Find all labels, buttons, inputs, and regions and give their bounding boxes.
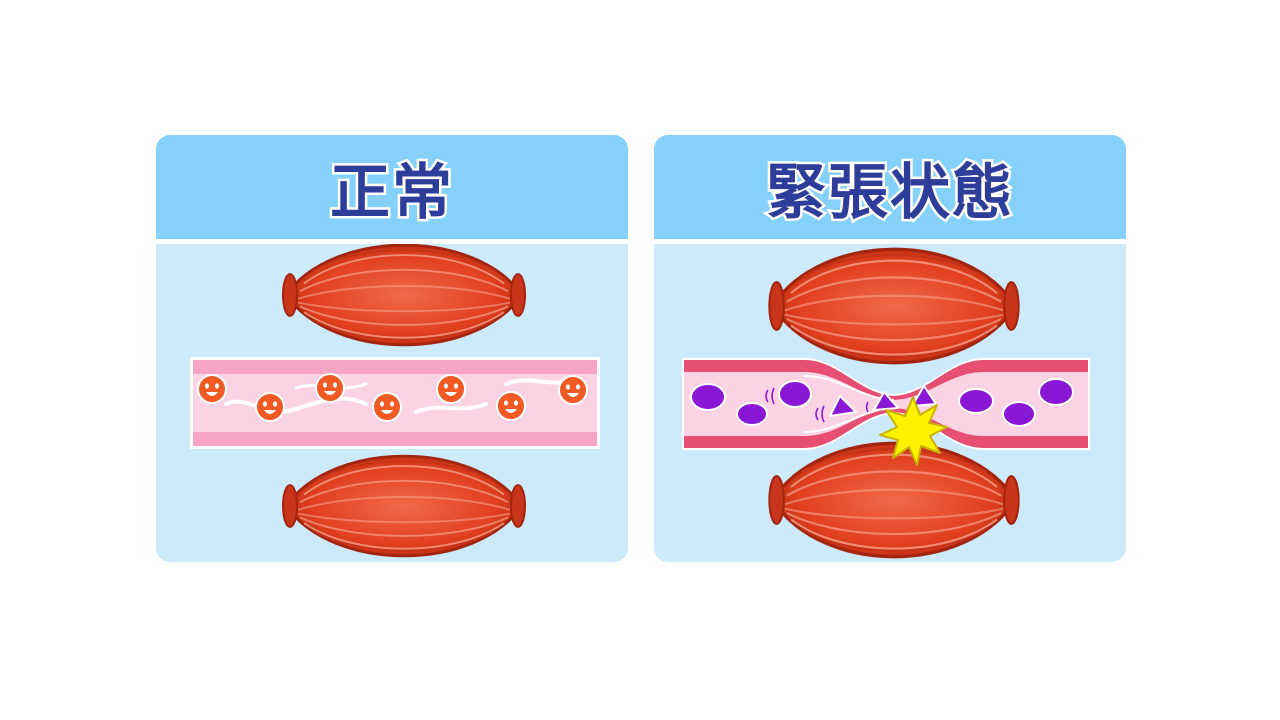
tense-panel: 緊張状態 — [654, 135, 1126, 562]
tense-scene — [682, 247, 1090, 559]
happy-blood-cell-icon — [436, 374, 466, 404]
blood-cell-icon — [778, 380, 812, 408]
muscle-icon — [281, 454, 527, 558]
happy-blood-cell-icon — [197, 374, 227, 404]
blood-cell-icon — [829, 395, 857, 417]
motion-lines — [765, 387, 869, 423]
blood-cell-icon — [958, 388, 994, 414]
happy-blood-cell-icon — [496, 391, 526, 421]
blood-cell-icon — [911, 385, 937, 407]
blood-cell-icon — [1002, 401, 1036, 427]
pain-burst-icon — [879, 396, 948, 466]
tense-panel-header: 緊張状態 — [654, 135, 1126, 239]
normal-panel: 正常 — [156, 135, 628, 562]
header-divider — [654, 239, 1126, 244]
normal-panel-header: 正常 — [156, 135, 628, 239]
happy-blood-cell-icon — [372, 392, 402, 422]
happy-blood-cell-icon — [255, 392, 285, 422]
blood-cell-icon — [736, 402, 768, 426]
normal-panel-title: 正常 — [328, 155, 455, 230]
muscle-icon — [767, 247, 1021, 365]
blood-vessel-icon — [190, 357, 600, 449]
blood-cell-icon — [1038, 378, 1074, 406]
blood-cell-icon — [690, 383, 726, 411]
muscle-icon — [281, 244, 527, 347]
normal-scene — [190, 244, 600, 558]
header-divider — [156, 239, 628, 244]
tense-panel-title: 緊張状態 — [764, 155, 1015, 230]
happy-blood-cell-icon — [558, 375, 588, 405]
muscle-icon — [767, 441, 1021, 559]
happy-blood-cell-icon — [315, 373, 345, 403]
